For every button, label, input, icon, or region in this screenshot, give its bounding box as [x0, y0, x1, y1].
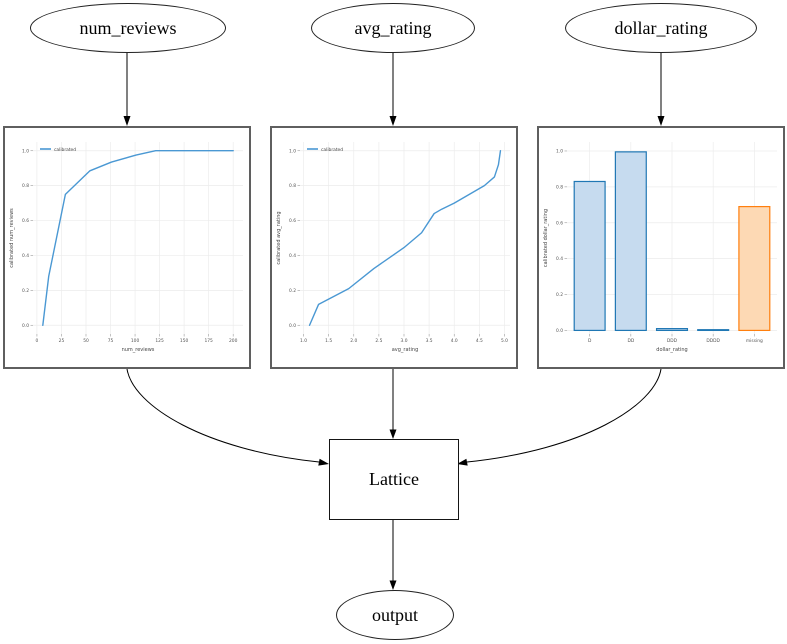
arrowhead [318, 458, 329, 466]
y-tick-label: 0.6 [22, 218, 29, 224]
num-reviews-calibration-chart: 0 25 50 75 100 125 150 175 200 0.0 0.2 0.4 0.6 0.8 1.0… [5, 128, 249, 367]
bar-DDDD [697, 329, 730, 332]
bar-missing [738, 205, 771, 332]
y-tick-label: 1.0 [289, 148, 296, 154]
arrowhead [657, 116, 665, 126]
y-tick-label: 1.0 [22, 148, 29, 154]
x-tick-label: 25 [59, 338, 65, 344]
legend-label: calibrated [54, 147, 76, 153]
y-axis-label: calibrated avg_rating [276, 211, 282, 264]
node-output-label: output [371, 604, 418, 625]
node-avg-rating-label: avg_rating [354, 17, 432, 38]
bar-D [573, 180, 606, 332]
y-tick-label: 0.4 [22, 253, 29, 259]
bar-DDD [655, 328, 689, 332]
node-dollar-rating-label: dollar_rating [614, 17, 708, 38]
node-num-reviews: num_reviews [30, 3, 226, 53]
edge-dollar-rating-plot-to-lattice [466, 368, 662, 463]
x-tick-label: 3.0 [401, 338, 408, 344]
x-tick-label: missing [746, 338, 763, 344]
x-tick-label: 175 [204, 338, 213, 344]
node-lattice: Lattice [329, 439, 459, 520]
edge-num-reviews-plot-to-lattice [126, 368, 320, 463]
y-tick-label: 0.0 [22, 323, 29, 329]
x-tick-label: 100 [131, 338, 140, 344]
avg-rating-calibration-chart: 1.0 1.5 2.0 2.5 3.0 3.5 4.0 4.5 5.0 0.0 0.2 0.4 0.6 0… [272, 128, 516, 367]
node-dollar-rating: dollar_rating [565, 3, 757, 53]
x-tick-label: 200 [229, 338, 238, 344]
arrowhead [389, 429, 397, 439]
y-axis-label: calibrated num_reviews [9, 208, 15, 268]
x-tick-label: DDDD [706, 338, 720, 344]
y-tick-label: 0.0 [556, 328, 563, 334]
series-calibrated [42, 150, 234, 326]
y-tick-label: 0.8 [289, 183, 296, 189]
x-tick-label: 1.0 [300, 338, 307, 344]
y-tick-label: 0.6 [289, 218, 296, 224]
x-tick-label: 50 [83, 338, 89, 344]
x-tick-label: 75 [108, 338, 114, 344]
node-avg-rating: avg_rating [311, 3, 475, 53]
x-tick-label: 1.5 [325, 338, 332, 344]
x-tick-label: D [588, 338, 592, 344]
figure-background [272, 128, 516, 367]
x-tick-label: 4.5 [476, 338, 483, 344]
x-tick-label: 125 [155, 338, 164, 344]
x-tick-label: 3.5 [426, 338, 433, 344]
bar-DD [614, 151, 647, 332]
x-axis-label: num_reviews [122, 347, 155, 353]
y-axis-label: calibrated dollar_rating [543, 209, 549, 267]
y-tick-label: 0.4 [289, 253, 296, 259]
x-tick-label: DDD [667, 338, 678, 344]
x-tick-label: 0 [36, 338, 39, 344]
series-calibrated [308, 150, 502, 326]
x-tick-label: 4.0 [451, 338, 458, 344]
arrowhead [389, 580, 397, 590]
figure-background [5, 128, 249, 367]
y-tick-label: 0.8 [22, 183, 29, 189]
arrowhead [123, 116, 131, 126]
y-tick-label: 0.4 [556, 256, 563, 262]
x-tick-label: 2.5 [375, 338, 382, 344]
y-tick-label: 0.0 [289, 323, 296, 329]
legend-label: calibrated [321, 147, 343, 153]
node-output: output [336, 590, 454, 640]
x-tick-label: DD [627, 338, 634, 344]
arrowhead [389, 116, 397, 126]
x-axis-label: dollar_rating [656, 347, 687, 353]
y-tick-label: 0.6 [556, 220, 563, 226]
x-tick-label: 5.0 [501, 338, 508, 344]
y-tick-label: 0.8 [556, 184, 563, 190]
y-tick-label: 1.0 [556, 149, 563, 155]
x-axis-label: avg_rating [392, 347, 419, 353]
y-tick-label: 0.2 [22, 288, 29, 294]
x-tick-label: 2.0 [350, 338, 357, 344]
plot-num-reviews-calibrator: 0 25 50 75 100 125 150 175 200 0.0 0.2 0.4 0.6 0.8 1.0… [3, 126, 251, 369]
plot-avg-rating-calibrator: 1.0 1.5 2.0 2.5 3.0 3.5 4.0 4.5 5.0 0.0 0.2 0.4 0.6 0… [270, 126, 518, 369]
node-num-reviews-label: num_reviews [79, 17, 177, 38]
y-tick-label: 0.2 [289, 288, 296, 294]
y-tick-label: 0.2 [556, 292, 563, 298]
x-tick-label: 150 [180, 338, 189, 344]
node-lattice-label: Lattice [369, 469, 419, 489]
